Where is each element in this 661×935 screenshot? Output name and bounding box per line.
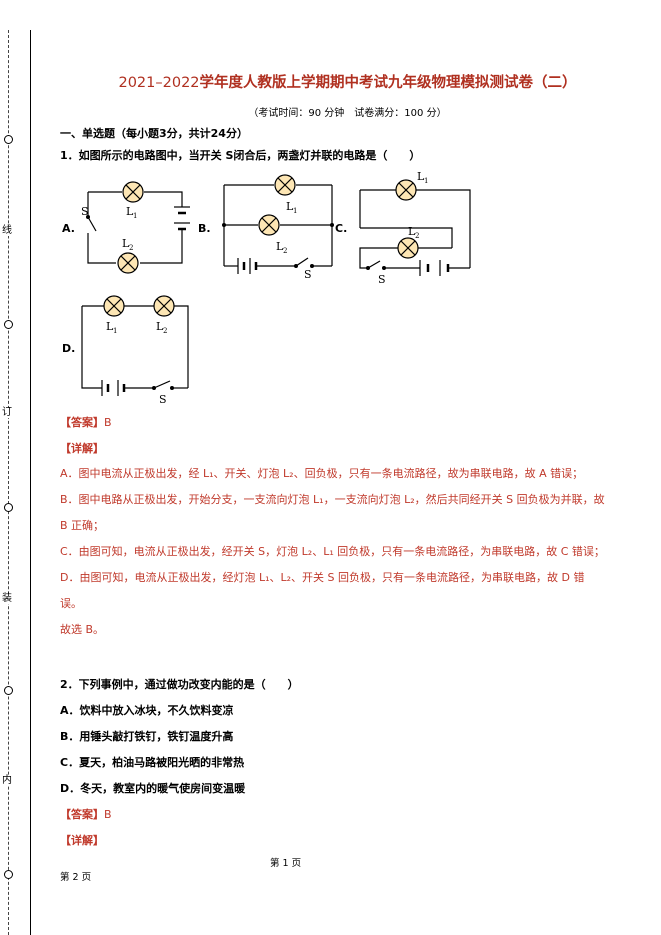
detail-tag-q1: 【详解】	[60, 442, 104, 455]
svg-text:L: L	[408, 225, 416, 238]
binding-char-ding: 订	[2, 407, 12, 418]
explanation-b: B．图中电路从正极出发，开始分支，一支流向灯泡 L₁，一支流向灯泡 L₂，然后共…	[60, 493, 605, 532]
svg-text:1: 1	[113, 327, 117, 335]
binding-hole	[4, 503, 13, 512]
binding-char-nei: 内	[2, 775, 12, 786]
svg-text:L: L	[276, 240, 284, 253]
svg-text:1: 1	[293, 207, 297, 215]
page-number-left: 第 2 页	[60, 872, 92, 883]
option-c-label: C.	[335, 222, 348, 235]
q2-option-d: D．冬天，教室内的暖气使房间变温暖	[60, 782, 246, 795]
svg-text:L: L	[156, 320, 164, 333]
svg-text:1: 1	[133, 212, 137, 220]
exam-info: （考试时间：90 分钟 试卷满分：100 分）	[248, 108, 447, 119]
page-title: 2021–2022学年度人教版上学期期中考试九年级物理模拟测试卷（二）	[118, 75, 577, 91]
cut-line	[8, 30, 9, 935]
explanation-q1: A．图中电流从正极出发，经 L₁、开关、灯泡 L₂、回负极，只有一条电流路径，故…	[60, 461, 605, 643]
answer-line-q1: 【答案】B	[60, 416, 112, 429]
binding-hole	[4, 320, 13, 329]
svg-text:L: L	[126, 205, 134, 218]
explanation-conclusion: 故选 B。	[60, 623, 105, 636]
answer-line-q2: 【答案】B	[60, 808, 112, 821]
binding-hole	[4, 870, 13, 879]
binding-char-zhuang: 装	[2, 593, 12, 604]
option-a-label: A.	[62, 222, 75, 235]
q2-option-c: C．夏天，柏油马路被阳光晒的非常热	[60, 756, 245, 769]
svg-text:2: 2	[283, 247, 287, 255]
svg-text:2: 2	[415, 232, 419, 240]
binding-hole	[4, 135, 13, 144]
question-1-stem: 1．如图所示的电路图中，当开关 S闭合后，两盏灯并联的电路是（ ）	[60, 149, 421, 162]
margin-edge	[30, 30, 31, 935]
q2-option-b: B．用锤头敲打铁钉，铁钉温度升高	[60, 730, 234, 743]
binding-hole	[4, 686, 13, 695]
svg-text:S: S	[304, 268, 312, 280]
option-d-label: D.	[62, 342, 76, 355]
binding-margin: 线 订 装 内	[0, 0, 34, 935]
svg-text:S: S	[378, 273, 386, 283]
question-2-stem: 2．下列事例中，通过做功改变内能的是（ ）	[60, 678, 299, 691]
page-number-center: 第 1 页	[270, 858, 302, 869]
svg-text:L: L	[122, 237, 130, 250]
explanation-c: C．由图可知，电流从正极出发，经开关 S，灯泡 L₂、L₁ 回负极，只有一条电流…	[60, 545, 605, 558]
binding-char-xian: 线	[2, 225, 12, 236]
svg-text:1: 1	[424, 177, 428, 185]
svg-text:L: L	[106, 320, 114, 333]
svg-text:S: S	[81, 205, 89, 218]
svg-text:2: 2	[129, 244, 133, 252]
option-b-label: B.	[198, 222, 211, 235]
q2-option-a: A．饮料中放入冰块，不久饮料变凉	[60, 704, 234, 717]
svg-text:L: L	[417, 170, 425, 183]
svg-text:2: 2	[163, 327, 167, 335]
explanation-d: D．由图可知，电流从正极出发，经灯泡 L₁、L₂、开关 S 回负极，只有一条电流…	[60, 571, 585, 610]
svg-text:S: S	[159, 393, 167, 405]
section-title: 一、单选题（每小题3分，共计24分）	[60, 127, 248, 140]
detail-tag-q2: 【详解】	[60, 834, 104, 847]
svg-text:L: L	[286, 200, 294, 213]
explanation-a: A．图中电流从正极出发，经 L₁、开关、灯泡 L₂、回负极，只有一条电流路径，故…	[60, 467, 584, 480]
